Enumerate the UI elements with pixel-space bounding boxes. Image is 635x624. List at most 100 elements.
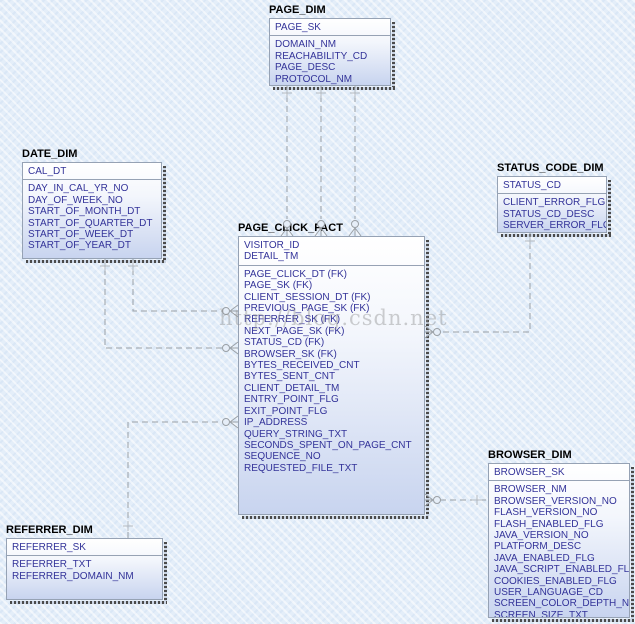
column: PREVIOUS_PAGE_SK (FK) [244, 303, 370, 315]
entity-title-browser_dim: BROWSER_DIM [488, 449, 572, 461]
crow-foot [229, 304, 239, 318]
column: SECONDS_SPENT_ON_PAGE_CNT [244, 439, 412, 451]
column: DAY_IN_CAL_YR_NO [28, 183, 129, 195]
column: NEXT_PAGE_SK (FK) [244, 325, 345, 337]
key-compartment: REFERRER_SK [7, 539, 162, 557]
key-compartment: PAGE_SK [270, 19, 390, 37]
column: FLASH_VERSION_NO [494, 507, 598, 519]
column: SEQUENCE_NO [244, 451, 321, 463]
column: REACHABILITY_CD [275, 50, 368, 62]
relationship-date_dim-fact-1[interactable] [128, 259, 239, 318]
column: JAVA_VERSION_NO [494, 530, 589, 542]
entity-shadow [392, 22, 395, 90]
column: PAGE_CLICK_DT (FK) [244, 268, 347, 280]
one-cardinality-cross [472, 495, 482, 505]
column: SCREEN_COLOR_DEPTH_NO [494, 598, 630, 610]
column: START_OF_MONTH_DT [28, 206, 141, 218]
column: STATUS_CD (FK) [244, 337, 325, 349]
column-compartment: PAGE_CLICK_DT (FK)PAGE_SK (FK)CLIENT_SES… [239, 266, 424, 476]
column: USER_LANGUAGE_CD [494, 587, 603, 599]
key-column: REFERRER_SK [12, 542, 86, 553]
column: IP_ADDRESS [244, 417, 308, 429]
entity-title-status_code_dim: STATUS_CODE_DIM [497, 162, 604, 174]
entity-shadow [492, 619, 634, 622]
key-compartment: BROWSER_SK [489, 464, 629, 482]
column: DOMAIN_NM [275, 39, 337, 51]
key-column: VISITOR_ID [244, 240, 300, 251]
relationship-status_code_dim-fact[interactable] [424, 233, 535, 339]
relationship-referrer_dim-fact[interactable] [123, 415, 239, 538]
key-column: DETAIL_TM [244, 251, 299, 263]
column: REFERRER_SK (FK) [244, 314, 341, 326]
column: JAVA_SCRIPT_ENABLED_FLG [494, 564, 630, 576]
entity-title-page_dim: PAGE_DIM [269, 4, 326, 16]
entity-shadow [631, 467, 634, 622]
relationship-date_dim-fact-2[interactable] [100, 259, 239, 355]
relationship-page_dim-fact-2[interactable] [314, 86, 328, 237]
entity-shadow [10, 601, 167, 604]
crow-foot [229, 415, 239, 429]
key-compartment: STATUS_CD [498, 177, 606, 195]
column: FLASH_ENABLED_FLG [494, 518, 604, 530]
key-column: BROWSER_SK [494, 467, 565, 478]
key-column: PAGE_SK [275, 22, 321, 33]
column: BYTES_SENT_CNT [244, 371, 336, 383]
one-cardinality-cross [123, 521, 133, 531]
relationship-browser_dim-fact[interactable] [424, 493, 488, 507]
column: EXIT_POINT_FLG [244, 405, 328, 417]
column: QUERY_STRING_TXT [244, 428, 348, 440]
key-column: STATUS_CD [503, 180, 561, 191]
column: ENTRY_POINT_FLG [244, 394, 339, 406]
entity-shadow [501, 234, 611, 237]
entity-shadow [164, 542, 167, 604]
column: STATUS_CD_DESC [503, 208, 595, 220]
crow-foot [229, 341, 239, 355]
column: CLIENT_SESSION_DT (FK) [244, 291, 371, 303]
column: START_OF_YEAR_DT [28, 240, 131, 252]
column: DAY_OF_WEEK_NO [28, 194, 123, 206]
relationship-page_dim-fact-3[interactable] [348, 86, 362, 237]
key-column: CAL_DT [28, 166, 67, 177]
column: JAVA_ENABLED_FLG [494, 552, 595, 564]
relationship-page_dim-fact-1[interactable] [280, 86, 294, 237]
crow-foot [348, 227, 362, 237]
column: REFERRER_TXT [12, 559, 92, 571]
entity-shadow [26, 260, 166, 263]
column: BROWSER_VERSION_NO [494, 495, 617, 507]
column: START_OF_WEEK_DT [28, 229, 134, 241]
column: BROWSER_SK (FK) [244, 348, 337, 360]
entity-shadow [273, 87, 395, 90]
column: BYTES_RECEIVED_CNT [244, 360, 360, 372]
key-compartment: CAL_DT [23, 163, 161, 181]
column: CLIENT_DETAIL_TM [244, 382, 340, 394]
entity-title-date_dim: DATE_DIM [22, 148, 78, 160]
column: BROWSER_NM [494, 484, 567, 496]
column: REQUESTED_FILE_TXT [244, 462, 358, 474]
column: PLATFORM_DESC [494, 541, 582, 553]
entity-title-page_click_fact: PAGE_CLICK_FACT [238, 222, 343, 234]
entity-shadow [608, 180, 611, 237]
entity-title-referrer_dim: REFERRER_DIM [6, 524, 93, 536]
column: PROTOCOL_NM [275, 73, 353, 85]
entity-shadow [163, 166, 166, 263]
column: START_OF_QUARTER_DT [28, 217, 153, 229]
column: CLIENT_ERROR_FLG [503, 197, 606, 209]
